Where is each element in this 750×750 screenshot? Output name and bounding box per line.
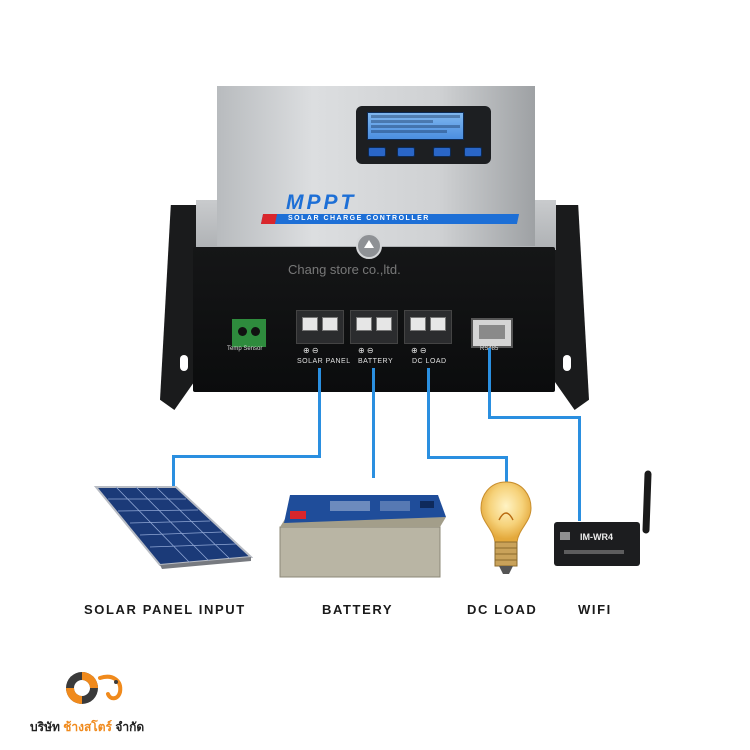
load-wire	[505, 456, 508, 486]
lcd-button-2[interactable]	[397, 147, 415, 157]
lcd-button-1[interactable]	[368, 147, 386, 157]
dc-load-polarity: ⊕ ⊖	[411, 346, 427, 355]
temp-sensor-port	[231, 318, 267, 348]
lcd-button-4[interactable]	[464, 147, 482, 157]
terminal-screw	[430, 317, 446, 331]
terminal-screw	[410, 317, 426, 331]
power-icon[interactable]	[356, 233, 382, 259]
brand-stripe-accent	[260, 214, 278, 224]
solar-panel-image	[93, 486, 253, 569]
bracket-hole	[180, 355, 188, 371]
temp-sensor-label: Temp Sensor	[227, 346, 263, 352]
light-bulb-icon	[480, 481, 532, 574]
terminal-screw	[356, 317, 372, 331]
solar-panel-polarity: ⊕ ⊖	[303, 346, 319, 355]
brand-name: MPPT	[286, 191, 357, 214]
wifi-module-image: IM-WR4	[554, 470, 652, 566]
rs485-port	[471, 318, 513, 348]
terminal-screw	[376, 317, 392, 331]
battery-terminal	[350, 310, 398, 344]
company-suffix: จำกัด	[115, 720, 145, 734]
battery-polarity: ⊕ ⊖	[358, 346, 374, 355]
dc-load-terminal-label: DC LOAD	[412, 358, 447, 365]
solar-wire	[172, 455, 175, 505]
solar-panel-terminal-label: SOLAR PANEL	[297, 358, 351, 365]
solar-panel-terminal	[296, 310, 344, 344]
left-mounting-bracket	[160, 205, 196, 410]
bracket-hole	[563, 355, 571, 371]
wifi-wire	[578, 416, 581, 521]
company-brand: ช้างสโตร์	[63, 720, 112, 734]
battery-wire	[372, 368, 375, 478]
terminal-screw	[322, 317, 338, 331]
battery-terminal-label: BATTERY	[358, 358, 394, 365]
brand-subtitle: SOLAR CHARGE CONTROLLER	[288, 215, 430, 222]
wifi-wire	[488, 348, 491, 418]
watermark: Chang store co.,ltd.	[288, 262, 401, 277]
solar-wire	[318, 368, 321, 456]
battery-caption: BATTERY	[322, 602, 394, 617]
solar-caption: SOLAR PANEL INPUT	[84, 602, 246, 617]
solar-wire	[172, 455, 321, 458]
load-wire	[427, 456, 507, 459]
load-wire	[427, 368, 430, 458]
wifi-wire	[488, 416, 580, 419]
lcd-button-3[interactable]	[433, 147, 451, 157]
dc-load-terminal	[404, 310, 452, 344]
terminal-screw	[302, 317, 318, 331]
company-name: บริษัท ช้างสโตร์ จำกัด	[30, 718, 144, 737]
lcd-screen	[367, 112, 464, 140]
camera-elephant-logo-icon	[66, 672, 123, 704]
wifi-caption: WIFI	[578, 602, 612, 617]
dc-load-caption: DC LOAD	[467, 602, 538, 617]
right-mounting-bracket	[553, 205, 589, 410]
battery-image	[279, 495, 446, 578]
company-prefix: บริษัท	[30, 720, 60, 734]
wifi-module-model: IM-WR4	[580, 532, 613, 542]
